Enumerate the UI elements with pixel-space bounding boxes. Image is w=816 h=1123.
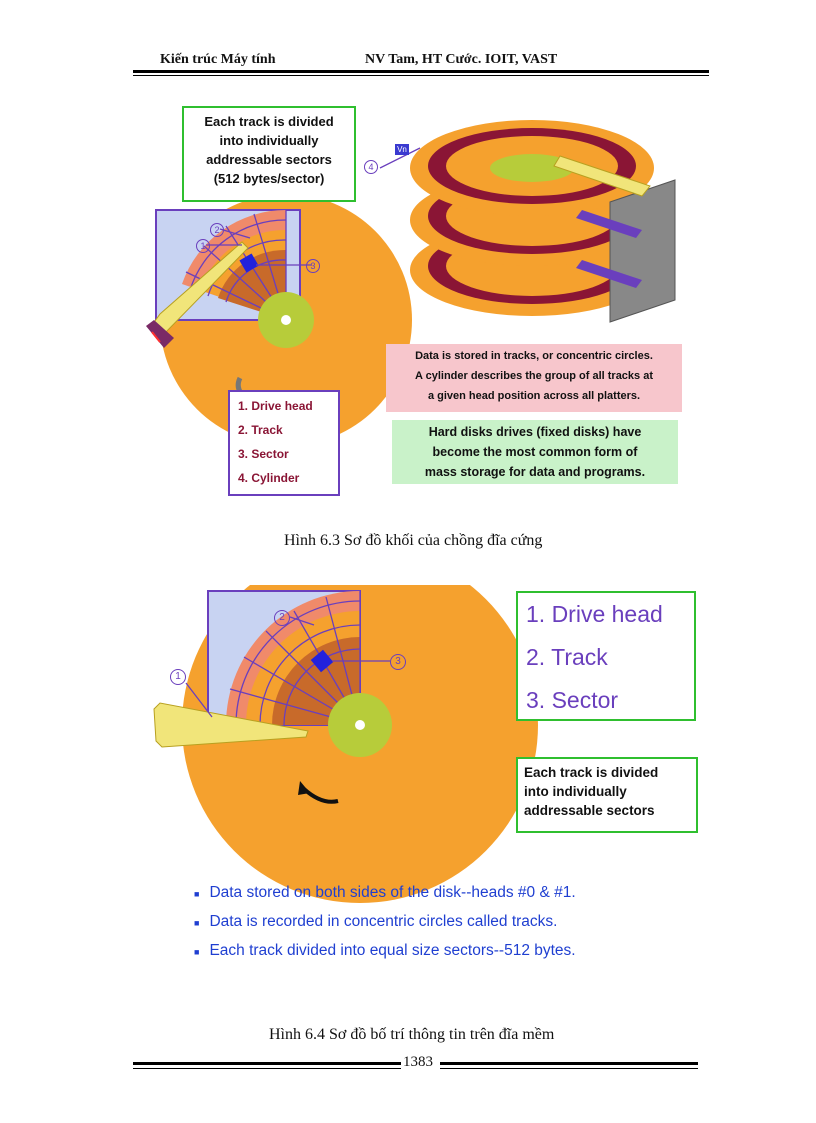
callout-3: 3 [390,654,406,670]
sector-highlight [310,649,334,673]
bullet-text: Each track divided into equal size secto… [209,942,576,959]
figure-6-4-caption: Hình 6.4 Sơ đồ bố trí thông tin trên đĩa… [269,1026,555,1043]
callout-1: 1 [196,239,210,253]
tracks-note-line: Data is stored in tracks, or concentric … [415,350,653,362]
track-note-line: into individually [524,784,627,799]
tracks-note: Data is stored in tracks, or concentric … [386,344,682,412]
legend-box: 1. Drive head 2. Track 3. Sector [516,591,696,721]
vn-tag: Vn [395,144,409,155]
footer-rule-left-thin [133,1068,401,1069]
hdd-note-line: become the most common form of [432,445,638,459]
hdd-note: Hard disks drives (fixed disks) have bec… [392,420,678,484]
callout-4: 4 [364,160,378,174]
hard-disk-diagram [146,120,676,446]
footer-rule-left [133,1062,401,1065]
legend-box: 1. Drive head 2. Track 3. Sector 4. Cyli… [228,390,340,496]
footer-rule-right [440,1062,698,1065]
header-authors: NV Tam, HT Cước. IOIT, VAST [365,52,558,67]
tracks-note-line: A cylinder describes the group of all tr… [415,370,653,382]
tracks-note-line: a given head position across all platter… [427,390,641,402]
track-note-line: addressable sectors [524,803,655,818]
figure-6-3: 1 2 3 4 Vn Each track is divided into in… [130,100,690,500]
sector-note-line: Each track is divided [204,114,334,129]
sector-note-line: (512 bytes/sector) [213,171,325,186]
bullet-text: Data stored on both sides of the disk--h… [209,884,576,901]
sector-note-line: addressable sectors [206,152,332,167]
page-number: 1383 [403,1054,433,1070]
callout-2: 2 [274,610,290,626]
footer-rule-right-thin [440,1068,698,1069]
drive-head-arm [153,702,309,748]
platter-stack [410,120,676,323]
legend-item: 1. Drive head [238,399,313,413]
legend-item: 3. Sector [526,687,619,713]
floppy-disk-diagram [153,585,538,903]
figure-6-4: 1 2 3 1. Drive head 2. Track 3. Sector E… [150,585,698,966]
hdd-note-line: mass storage for data and programs. [424,465,646,479]
legend-item: 1. Drive head [526,601,663,627]
legend-item: 2. Track [238,423,283,437]
track-note: Each track is divided into individually … [516,757,698,833]
legend-item: 3. Sector [238,447,289,461]
bullet-item: ■Each track divided into equal size sect… [194,942,576,959]
callout-2: 2 [210,223,224,237]
sector-highlight [239,253,259,273]
bullet-text: Data is recorded in concentric circles c… [209,913,558,930]
callout-3: 3 [306,259,320,273]
hdd-note-line: Hard disks drives (fixed disks) have [428,425,642,439]
track-note-line: Each track is divided [524,765,659,780]
figure-6-3-caption: Hình 6.3 Sơ đồ khối của chồng đĩa cứng [284,532,543,549]
callout-1: 1 [170,669,186,685]
header-rule [133,70,709,73]
header-book-title: Kiến trúc Máy tính [160,52,276,67]
sector-note: Each track is divided into individually … [182,106,356,202]
sector-note-line: into individually [219,133,319,148]
bullet-list: ■Data stored on both sides of the disk--… [194,879,684,966]
legend-item: 4. Cylinder [238,471,300,485]
bullet-item: ■Data is recorded in concentric circles … [194,913,558,930]
legend-item: 2. Track [526,644,608,670]
bullet-item: ■Data stored on both sides of the disk--… [194,884,576,901]
header-rule-thin [133,75,709,76]
